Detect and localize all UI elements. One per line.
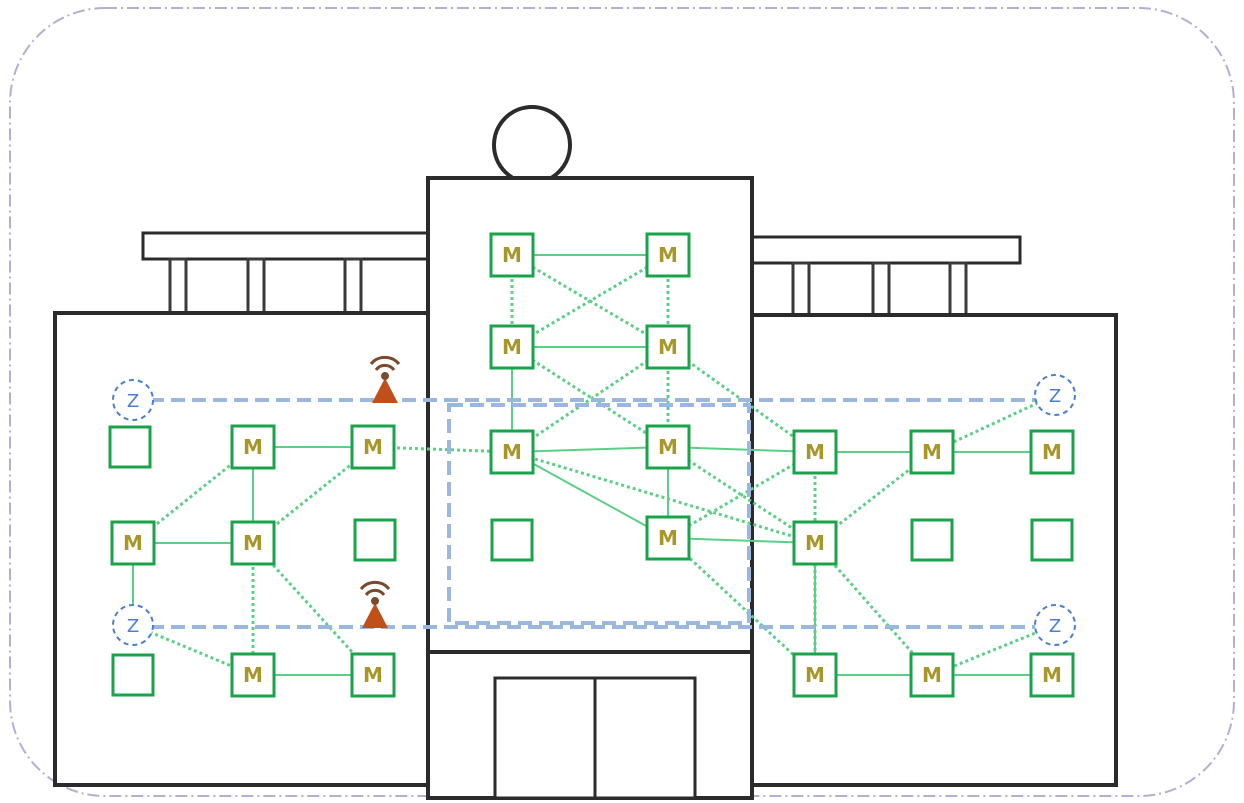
zigbee-node: Z: [112, 604, 154, 646]
antenna-icon: [359, 580, 391, 628]
mesh-node-label: M: [363, 663, 383, 687]
empty-slot: [111, 653, 155, 697]
mesh-node-label: M: [922, 440, 942, 464]
mesh-node: M: [350, 424, 396, 470]
mesh-node: M: [645, 515, 691, 561]
left-pillar-2: [246, 257, 266, 316]
mesh-node-label: M: [123, 531, 143, 555]
mesh-link-c6-r1: [667, 446, 816, 453]
central-tower: [426, 176, 754, 654]
mesh-node-label: M: [243, 663, 263, 687]
mesh-link-dotted-c5-r4: [511, 450, 816, 545]
right-pillar-3: [948, 261, 968, 317]
mesh-link-dotted-c2-c3: [511, 253, 669, 349]
mesh-node: M: [792, 652, 838, 698]
mesh-node: M: [792, 429, 838, 475]
left-pillar-3: [343, 257, 363, 316]
mesh-nodes: M M M M M M M M M M M M M M M M M M M M: [110, 232, 1075, 698]
mesh-link-c5-c6: [511, 446, 669, 453]
mesh-node: M: [909, 652, 955, 698]
zigbee-node-label: Z: [127, 391, 139, 412]
mesh-link-dotted-c7-r1: [667, 450, 816, 540]
mesh-node: M: [110, 520, 156, 566]
empty-slots: [108, 425, 1074, 697]
mesh-node-label: M: [1042, 663, 1062, 687]
left-pillar-1: [168, 257, 188, 316]
mesh-link-c5-c7: [511, 451, 669, 539]
antennas: [359, 355, 401, 628]
mesh-node-label: M: [502, 440, 522, 464]
mesh-node-label: M: [922, 663, 942, 687]
mesh-node: M: [230, 520, 276, 566]
zigbee-nodes: Z Z Z Z: [112, 374, 1076, 646]
mesh-node-label: M: [502, 243, 522, 267]
mesh-node: M: [909, 429, 955, 475]
mesh-node: M: [489, 429, 535, 475]
empty-slot: [910, 518, 954, 562]
mesh-node-label: M: [243, 435, 263, 459]
mesh-node-label: M: [658, 335, 678, 359]
zigbee-node: Z: [112, 379, 154, 421]
zigbee-node-label: Z: [1049, 616, 1061, 637]
empty-slot: [108, 425, 152, 469]
mesh-link-dotted-l2-c5: [372, 445, 513, 454]
mesh-node-label: M: [363, 435, 383, 459]
zigbee-node: Z: [1034, 604, 1076, 646]
right-roof-slab: [746, 235, 1022, 265]
mesh-link-dotted-c6-r4: [667, 445, 816, 545]
mesh-node: M: [230, 424, 276, 470]
antenna-icon: [369, 355, 401, 403]
mesh-node: M: [489, 324, 535, 370]
empty-slot: [490, 518, 534, 562]
mesh-node: M: [645, 424, 691, 470]
mesh-link-dotted-r6-z4: [931, 623, 1056, 677]
mesh-node: M: [645, 324, 691, 370]
mesh-node-label: M: [243, 531, 263, 555]
zigbee-node-label: Z: [1049, 386, 1061, 407]
right-pillar-1: [791, 261, 811, 317]
mesh-node-label: M: [658, 526, 678, 550]
right-pillar-2: [871, 261, 891, 317]
mesh-link-c7-r4: [667, 537, 816, 544]
empty-slot: [353, 518, 397, 562]
left-roof-slab: [141, 231, 435, 261]
mesh-node: M: [1029, 652, 1075, 698]
zigbee-node: Z: [1034, 374, 1076, 416]
mesh-node-label: M: [805, 531, 825, 555]
mesh-link-dotted-c4-c5: [511, 345, 669, 454]
mesh-link-dotted-c3-c6: [511, 345, 669, 449]
mesh-node: M: [489, 232, 535, 278]
mesh-node-label: M: [658, 435, 678, 459]
mesh-node: M: [350, 652, 396, 698]
mesh-node-label: M: [658, 243, 678, 267]
mesh-node-label: M: [805, 440, 825, 464]
mesh-node: M: [792, 520, 838, 566]
mesh-node-label: M: [1042, 440, 1062, 464]
mesh-node: M: [1029, 429, 1075, 475]
zigbee-node-label: Z: [127, 616, 139, 637]
mesh-link-dotted-r2-z2: [931, 393, 1056, 454]
dome: [492, 105, 572, 185]
zigbee-buses: [150, 398, 1038, 629]
mesh-node: M: [230, 652, 276, 698]
empty-slot: [1030, 518, 1074, 562]
zigbee-inner-zone: [447, 403, 751, 625]
mesh-node: M: [645, 232, 691, 278]
mesh-node-label: M: [805, 663, 825, 687]
mesh-node-label: M: [502, 335, 522, 359]
